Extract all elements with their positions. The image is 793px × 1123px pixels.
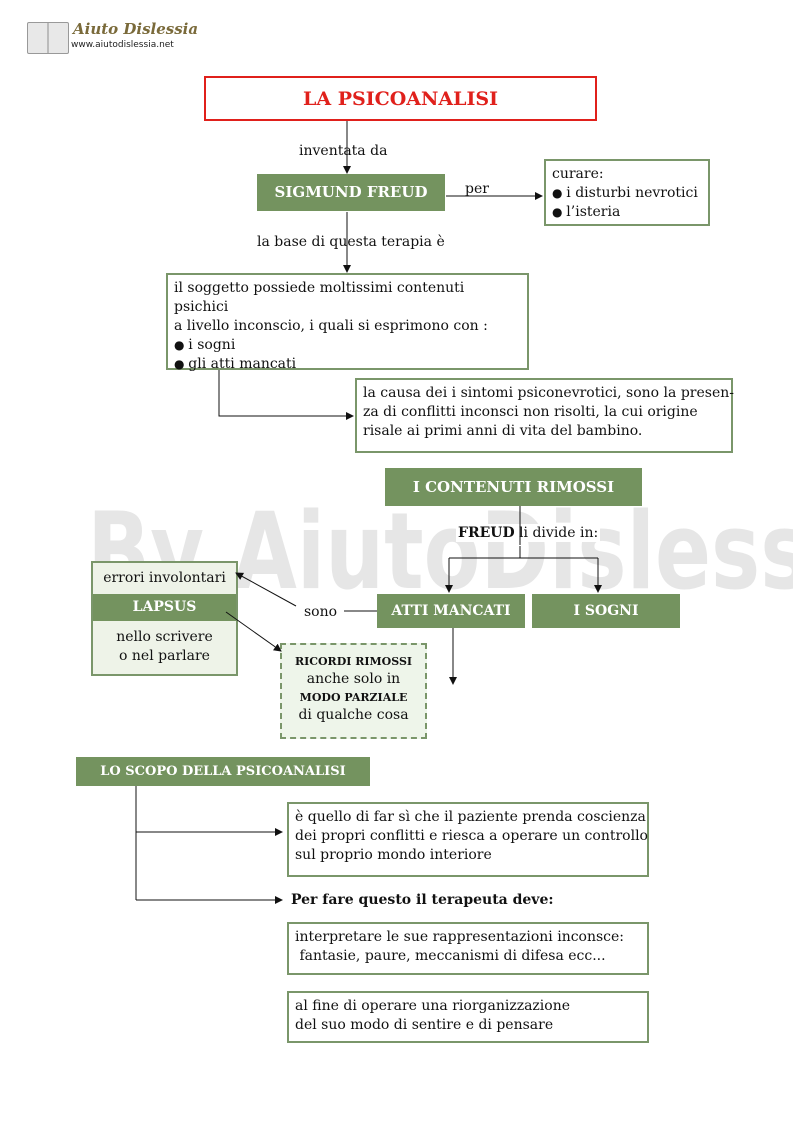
reorg-line: al fine di operare una riorganizzazione (295, 998, 571, 1014)
sono-label: sono (304, 604, 338, 620)
subject-list: i sogni gli atti mancati (174, 336, 521, 374)
scope-line: sul proprio mondo interiore (295, 847, 492, 863)
lapsus-line: o nel parlare (119, 648, 210, 664)
book-icon (27, 22, 69, 54)
cause-line: za di conflitti inconsci non risolti, la… (363, 404, 698, 420)
subject-box: il soggetto possiede moltissimi contenut… (166, 273, 529, 372)
lapsus-title: LAPSUS (93, 594, 236, 621)
scope-box: LO SCOPO DELLA PSICOANALISI (76, 757, 370, 786)
sogni-box: I SOGNI (532, 594, 680, 628)
divides-rest: li divide in: (514, 525, 599, 541)
title-box: LA PSICOANALISI (204, 76, 597, 121)
logo-title: Aiuto Dislessia (73, 20, 199, 38)
interpret-line: fantasie, paure, meccanismi di difesa ec… (295, 948, 606, 964)
arrow-lapsus-to-ricordi (225, 611, 282, 652)
ricordi-box: RICORDI RIMOSSI anche solo in MODO PARZI… (280, 643, 427, 739)
scope-text-box: è quello di far sì che il paziente prend… (287, 802, 649, 877)
page-title: LA PSICOANALISI (303, 87, 498, 110)
cure-box: curare: i disturbi nevrotici l’isteria (544, 159, 710, 226)
list-item: i sogni (174, 336, 521, 355)
divides-bold: FREUD (458, 525, 515, 541)
interpret-box: interpretare le sue rappresentazioni inc… (287, 922, 649, 975)
scope-label: LO SCOPO DELLA PSICOANALISI (100, 764, 346, 779)
atti-mancati-box: ATTI MANCATI (377, 594, 525, 628)
scope-line: dei propri conflitti e riesca a operare … (295, 828, 648, 844)
cause-line: la causa dei i sintomi psiconevrotici, s… (363, 385, 734, 401)
per-label: per (465, 181, 489, 197)
basis-label: la base di questa terapia è (257, 234, 445, 250)
reorg-box: al fine di operare una riorganizzazione … (287, 991, 649, 1043)
divides-label: FREUD li divide in: (456, 524, 601, 542)
interpret-line: interpretare le sue rappresentazioni inc… (295, 929, 625, 945)
list-item: gli atti mancati (174, 355, 521, 374)
subject-line: il soggetto possiede moltissimi contenut… (174, 280, 465, 315)
ricordi-line: RICORDI RIMOSSI (294, 655, 413, 668)
logo: Aiuto Dislessia www.aiutodislessia.net (27, 20, 198, 56)
arrow-subject-to-cause (218, 370, 354, 420)
freud-label: SIGMUND FREUD (274, 183, 428, 201)
sogni-label: I SOGNI (573, 603, 639, 619)
lapsus-top: errori involontari (103, 570, 226, 586)
scope-line: è quello di far sì che il paziente prend… (295, 809, 646, 825)
ricordi-line: di qualche cosa (298, 707, 409, 723)
lapsus-line: nello scrivere (116, 629, 213, 645)
logo-url[interactable]: www.aiutodislessia.net (71, 40, 174, 50)
list-item: l’isteria (552, 203, 702, 222)
freud-box: SIGMUND FREUD (257, 174, 445, 211)
cure-heading: curare: (552, 166, 604, 182)
list-item: i disturbi nevrotici (552, 184, 702, 203)
contents-box: I CONTENUTI RIMOSSI (385, 468, 642, 506)
invented-label: inventata da (299, 143, 388, 159)
cause-line: risale ai primi anni di vita del bambino… (363, 423, 643, 439)
cause-box: la causa dei i sintomi psiconevrotici, s… (355, 378, 734, 453)
subject-line: a livello inconscio, i quali si esprimon… (174, 318, 488, 334)
reorg-line: del suo modo di sentire e di pensare (295, 1017, 554, 1033)
arrow-sono-to-errori (235, 572, 297, 607)
contents-label: I CONTENUTI RIMOSSI (412, 478, 615, 496)
atti-label: ATTI MANCATI (391, 603, 511, 619)
ricordi-line: anche solo in (306, 671, 401, 687)
lapsus-box: errori involontari LAPSUS nello scrivere… (91, 561, 238, 676)
cure-list: i disturbi nevrotici l’isteria (552, 184, 702, 222)
ricordi-line: MODO PARZIALE (299, 691, 408, 704)
therapist-label: Per fare questo il terapeuta deve: (291, 892, 554, 908)
